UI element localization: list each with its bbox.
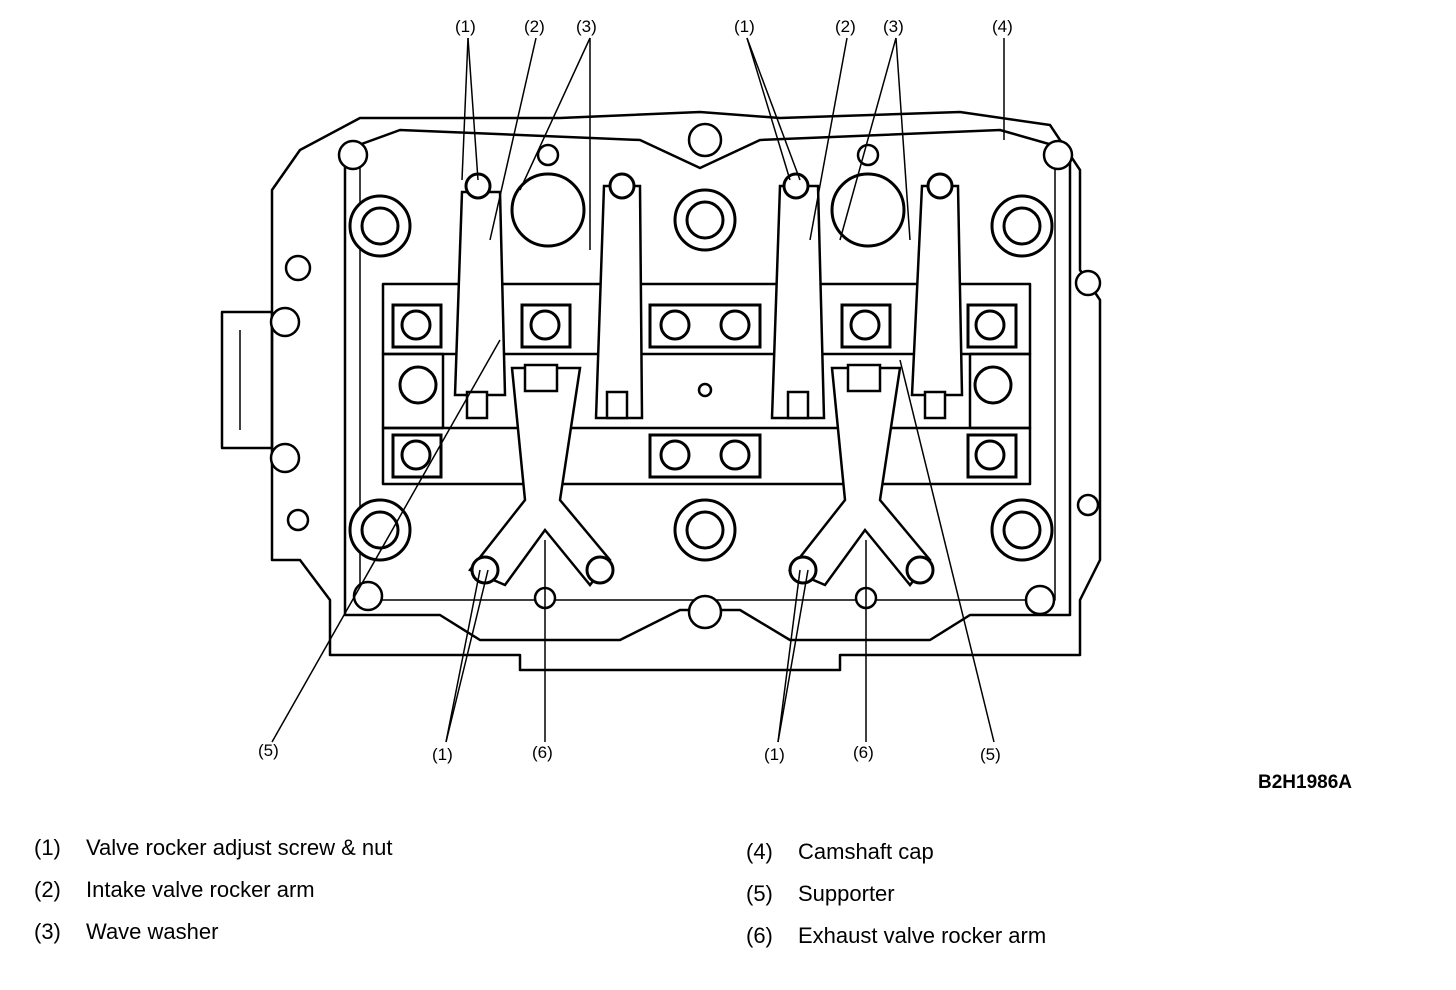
head-bolt xyxy=(337,139,369,171)
legend-item: (3) Wave washer xyxy=(34,919,218,945)
callout-5: (5) xyxy=(258,741,279,760)
legend-number: (1) xyxy=(34,835,61,860)
camshaft-cap-upper xyxy=(381,282,1032,356)
callout-5: (5) xyxy=(980,745,1001,764)
callout-2: (2) xyxy=(835,17,856,36)
legend-item: (6) Exhaust valve rocker arm xyxy=(746,923,1046,949)
callout-1: (1) xyxy=(734,17,755,36)
legend-number: (3) xyxy=(34,919,61,944)
legend-text: Wave washer xyxy=(86,919,219,944)
legend-text: Camshaft cap xyxy=(798,839,934,864)
legend-number: (6) xyxy=(746,923,773,948)
legend-number: (2) xyxy=(34,877,61,902)
callout-1: (1) xyxy=(764,745,785,764)
diagram-code: B2H1986A xyxy=(1258,772,1352,793)
cylinder-head-diagram: (1) (2) (3) (1) (2) (3) (4) (5) (1) (6) … xyxy=(220,17,1102,764)
callout-1: (1) xyxy=(432,745,453,764)
legend-item: (4) Camshaft cap xyxy=(746,839,934,865)
legend-item: (2) Intake valve rocker arm xyxy=(34,877,315,903)
callout-3: (3) xyxy=(883,17,904,36)
legend-text: Intake valve rocker arm xyxy=(86,877,315,902)
legend-item: (1) Valve rocker adjust screw & nut xyxy=(34,835,393,861)
callout-4: (4) xyxy=(992,17,1013,36)
legend-text: Exhaust valve rocker arm xyxy=(798,923,1047,948)
left-flange xyxy=(220,310,274,450)
callout-6: (6) xyxy=(532,743,553,762)
callout-1: (1) xyxy=(455,17,476,36)
exhaust-rocker-arm xyxy=(468,366,612,587)
callout-3: (3) xyxy=(576,17,597,36)
intake-rocker-arm xyxy=(453,190,507,397)
cap-bolt xyxy=(400,309,432,341)
legend-text: Supporter xyxy=(798,881,895,906)
legend-number: (5) xyxy=(746,881,773,906)
camshaft-cap-lower xyxy=(381,426,1032,486)
callout-2: (2) xyxy=(524,17,545,36)
head-outline xyxy=(270,110,1102,672)
cam-carrier xyxy=(343,128,1072,642)
legend-number: (4) xyxy=(746,839,773,864)
legend-text: Valve rocker adjust screw & nut xyxy=(86,835,393,860)
legend-item: (5) Supporter xyxy=(746,881,895,907)
callout-6: (6) xyxy=(853,743,874,762)
